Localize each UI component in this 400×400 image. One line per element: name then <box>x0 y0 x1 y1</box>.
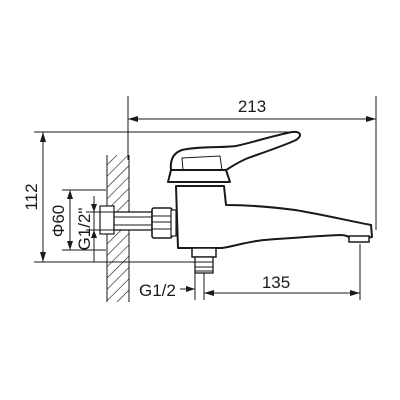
overall-height-label: 112 <box>22 183 41 210</box>
dimension-inlet-thread: G1/2" <box>75 196 114 262</box>
inlet-connector <box>113 207 177 239</box>
dimension-overall-length: 213 <box>127 96 377 230</box>
dimension-overall-height: 112 <box>22 131 294 263</box>
inlet-thread-label: G1/2" <box>75 208 94 251</box>
dimension-flange-diameter: Φ60 <box>49 189 106 251</box>
flange-diameter-label: Φ60 <box>49 205 68 237</box>
dimension-outlet-thread: G1/2 <box>139 273 196 300</box>
spout-reach-label: 135 <box>262 273 290 292</box>
outlet-connector <box>191 247 217 274</box>
dimension-spout-reach: 135 <box>203 244 361 300</box>
faucet-body <box>167 130 373 249</box>
overall-length-label: 213 <box>238 97 266 116</box>
outlet-thread-label: G1/2 <box>139 281 176 300</box>
